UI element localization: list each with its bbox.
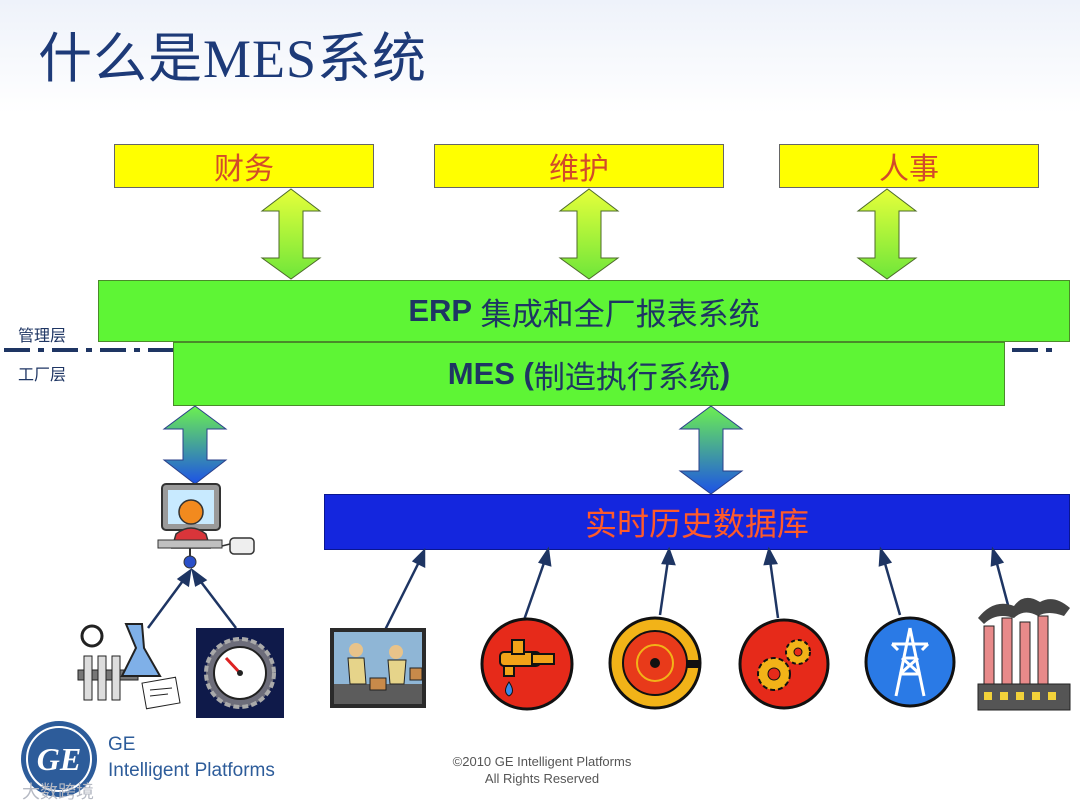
lab-equipment-icon: [77, 623, 181, 710]
realtime-historian-label: 实时历史数据库: [584, 506, 809, 542]
finance-erp-arrow: [260, 188, 322, 280]
gauge-icon: [196, 628, 284, 718]
svg-text:GE: GE: [37, 741, 81, 777]
hr-label: 人事: [879, 153, 939, 186]
ge-logo: GE: [21, 721, 97, 797]
management-layer-label: 管理层: [18, 328, 67, 345]
brand-line-2: Intelligent Platforms: [108, 760, 275, 781]
power-tower-icon: [864, 616, 956, 708]
maintenance-box: 维护: [434, 144, 724, 188]
copyright-line-2: All Rights Reserved: [484, 771, 600, 786]
page-title: 什么是MES系统: [38, 29, 428, 89]
mes-label: 制造执行系统: [533, 359, 720, 395]
bell-icon: [608, 616, 702, 710]
realtime-historian-box: 实时历史数据库: [324, 494, 1070, 550]
copyright-line-1: ©2010 GE Intelligent Platforms: [452, 754, 632, 769]
water-tap-icon: [480, 617, 574, 711]
mes-operator-arrow: [162, 405, 228, 485]
maintenance-label: 维护: [549, 153, 609, 186]
factory-icon: [977, 597, 1071, 711]
gears-icon: [738, 618, 830, 710]
workers-icon: [330, 628, 426, 708]
finance-label: 财务: [214, 153, 274, 186]
finance-box: 财务: [114, 144, 374, 188]
erp-label: 集成和全厂报表系统: [472, 296, 760, 332]
factory-layer-label: 工厂层: [18, 367, 67, 384]
erp-prefix: ERP: [408, 293, 473, 328]
mes-bar: MES (制造执行系统): [173, 342, 1005, 406]
operator-computer-icon: [157, 483, 255, 569]
mes-prefix: MES (: [447, 356, 534, 391]
brand-line-1: GE: [108, 734, 136, 755]
hr-erp-arrow: [856, 188, 918, 280]
erp-bar: ERP 集成和全厂报表系统: [98, 280, 1070, 342]
watermark: 大数跨境: [22, 782, 94, 802]
ge-brand-text: GE Intelligent Platforms: [108, 732, 275, 784]
maintenance-erp-arrow: [558, 188, 620, 280]
hr-box: 人事: [779, 144, 1039, 188]
mes-database-arrow: [678, 405, 744, 495]
copyright: ©2010 GE Intelligent Platforms All Right…: [440, 753, 644, 787]
mes-suffix: ): [719, 356, 731, 391]
